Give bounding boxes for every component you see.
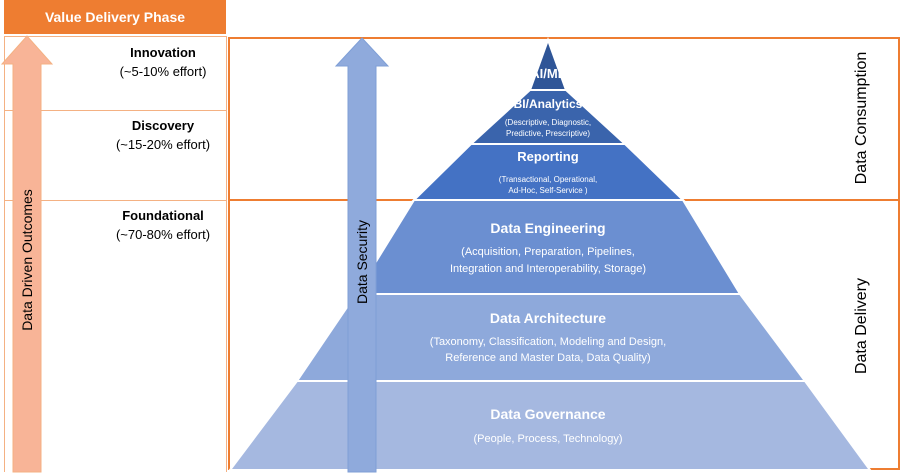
tier-description: (People, Process, Technology): [474, 433, 623, 445]
phase-discovery: Discovery (~15-20% effort): [100, 116, 226, 154]
tier-title: AI/ML: [530, 66, 565, 81]
data-driven-outcomes-label: Data Driven Outcomes: [19, 189, 35, 331]
phase-effort: (~5-10% effort): [119, 64, 207, 79]
tier-description: Reference and Master Data, Data Quality): [445, 352, 650, 364]
tier-description: Predictive, Prescriptive): [506, 129, 590, 138]
phase-divider: [4, 200, 227, 201]
tier-description: (Taxonomy, Classification, Modeling and …: [430, 336, 666, 348]
tier-title: Data Architecture: [490, 310, 606, 326]
phase-effort: (~70-80% effort): [115, 227, 211, 242]
tier-description: (Transactional, Operational,: [499, 175, 597, 184]
phase-effort: (~15-20% effort): [115, 137, 211, 152]
data-security-label: Data Security: [354, 219, 370, 305]
tier-title: Data Engineering: [490, 220, 605, 236]
tier-description: (Acquisition, Preparation, Pipelines,: [461, 246, 635, 258]
phase-foundational: Foundational (~70-80% effort): [100, 206, 226, 244]
phase-title: Foundational: [122, 208, 204, 223]
tier-description: Integration and Interoperability, Storag…: [450, 263, 646, 275]
phase-innovation: Innovation (~5-10% effort): [100, 43, 226, 81]
tier-shape: [227, 380, 872, 471]
phase-divider: [4, 110, 227, 111]
data-consumption-label: Data Consumption: [853, 51, 870, 185]
phase-title: Discovery: [131, 118, 195, 133]
tier-title: BI/Analytics: [514, 97, 583, 111]
data-delivery-label: Data Delivery: [853, 277, 870, 375]
tier-description: Ad-Hoc, Self-Service ): [508, 186, 587, 195]
tier-title: Reporting: [517, 149, 578, 164]
value-delivery-phase-header: Value Delivery Phase: [4, 0, 226, 34]
phase-title: Innovation: [130, 45, 196, 60]
tier-title: Data Governance: [490, 406, 605, 422]
phase-column: [4, 36, 227, 472]
data-security-arrow: [334, 37, 390, 473]
data-driven-outcomes-arrow: [0, 35, 54, 473]
tier-description: (Descriptive, Diagnostic,: [505, 118, 591, 127]
tier-shape: [528, 37, 568, 91]
